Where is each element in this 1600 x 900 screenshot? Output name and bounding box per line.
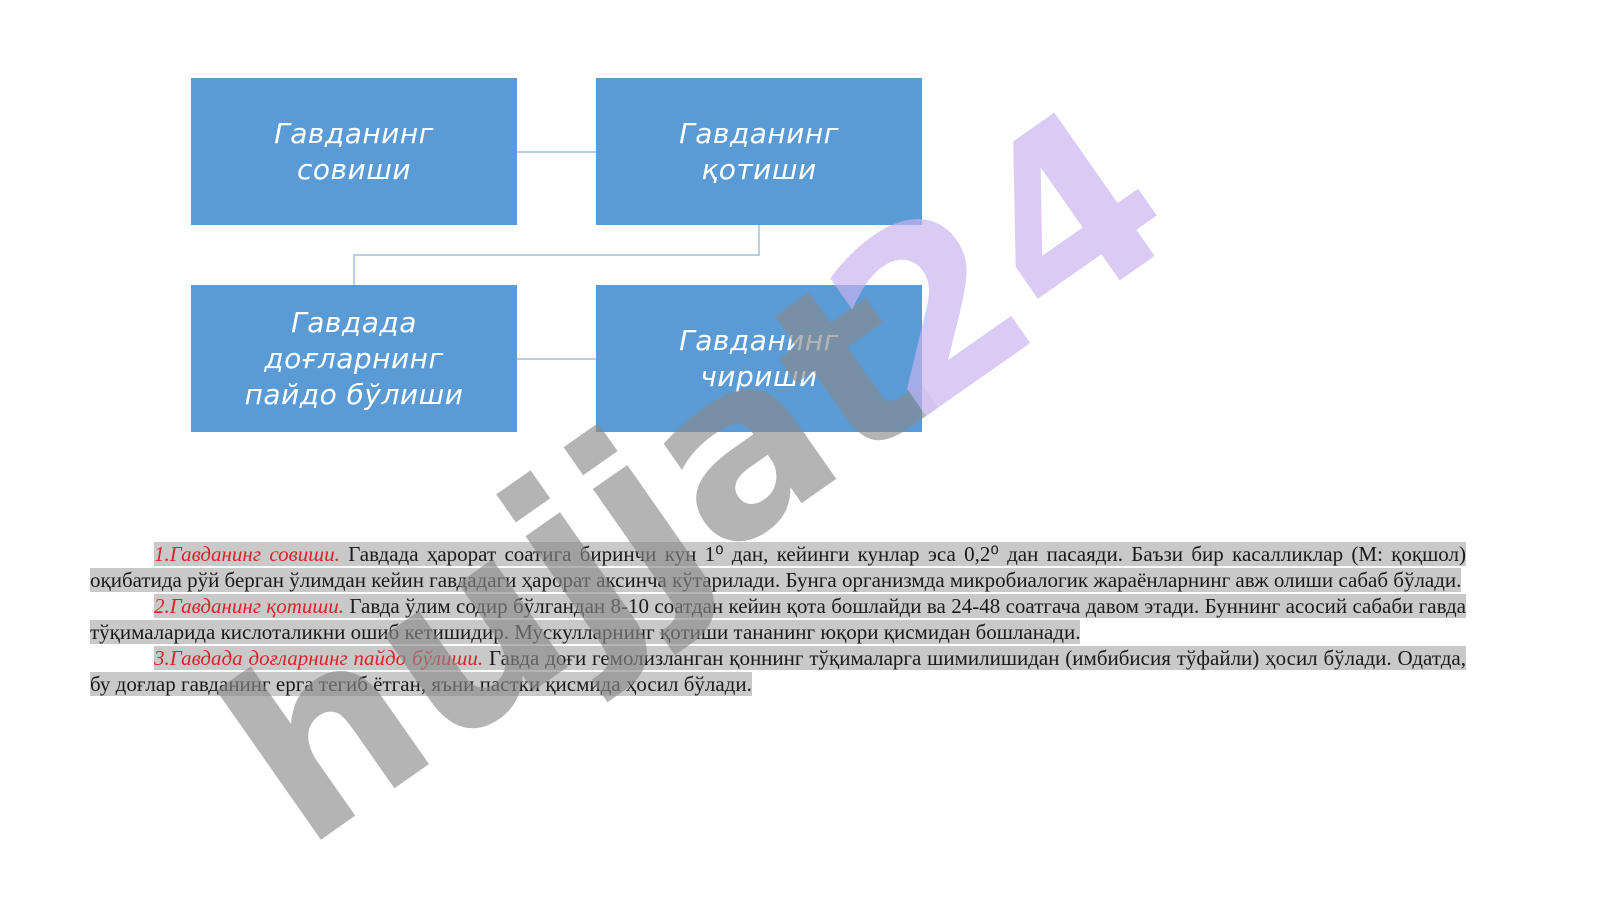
paragraph-body: Гавда доғи гемолизланган қоннинг тўқимал…: [90, 646, 1466, 696]
paragraph-spots: 3.Гавдада доғларнинг пайдо бўлиши. Гавда…: [90, 645, 1466, 697]
box-line: Гавданинг: [274, 116, 434, 150]
diagram-box-rigor: Гавданинг қотиши: [596, 78, 922, 225]
paragraph-body: Гавда ўлим содир бўлгандан 8-10 соатдан …: [90, 594, 1467, 644]
connector-2-down: [758, 225, 760, 255]
diagram-box-spots: Гавдада доғларнинг пайдо бўлиши: [191, 285, 517, 432]
connector-1-2: [517, 151, 596, 153]
box-line: совиши: [296, 152, 412, 186]
connector-horizontal: [353, 254, 760, 256]
paragraph-cooling: 1.Гавданинг совиши. Гавдада ҳарорат соат…: [90, 541, 1466, 593]
box-line: чириши: [700, 359, 818, 393]
body-text: 1.Гавданинг совиши. Гавдада ҳарорат соат…: [90, 541, 1467, 697]
connector-3-4: [517, 358, 596, 360]
paragraph-body: Гавдада ҳарорат соатига биринчи кун 1⁰ д…: [90, 542, 1466, 592]
paragraph-rigor: 2.Гавданинг қотиши. Гавда ўлим содир бўл…: [90, 593, 1467, 645]
box-line: Гавданинг: [679, 116, 839, 150]
box-line: доғларнинг: [264, 341, 444, 375]
diagram-box-decay: Гавданинг чириши: [596, 285, 922, 432]
term-spots: 3.Гавдада доғларнинг пайдо бўлиши.: [154, 646, 484, 670]
connector-3-up: [353, 254, 355, 285]
box-line: Гавдада: [291, 305, 417, 339]
box-line: Гавданинг: [679, 323, 839, 357]
box-line: қотиши: [701, 152, 817, 186]
term-rigor: 2.Гавданинг қотиши.: [154, 594, 345, 618]
box-line: пайдо бўлиши: [244, 377, 464, 411]
term-cooling: 1.Гавданинг совиши.: [154, 542, 340, 566]
diagram-box-cooling: Гавданинг совиши: [191, 78, 517, 225]
